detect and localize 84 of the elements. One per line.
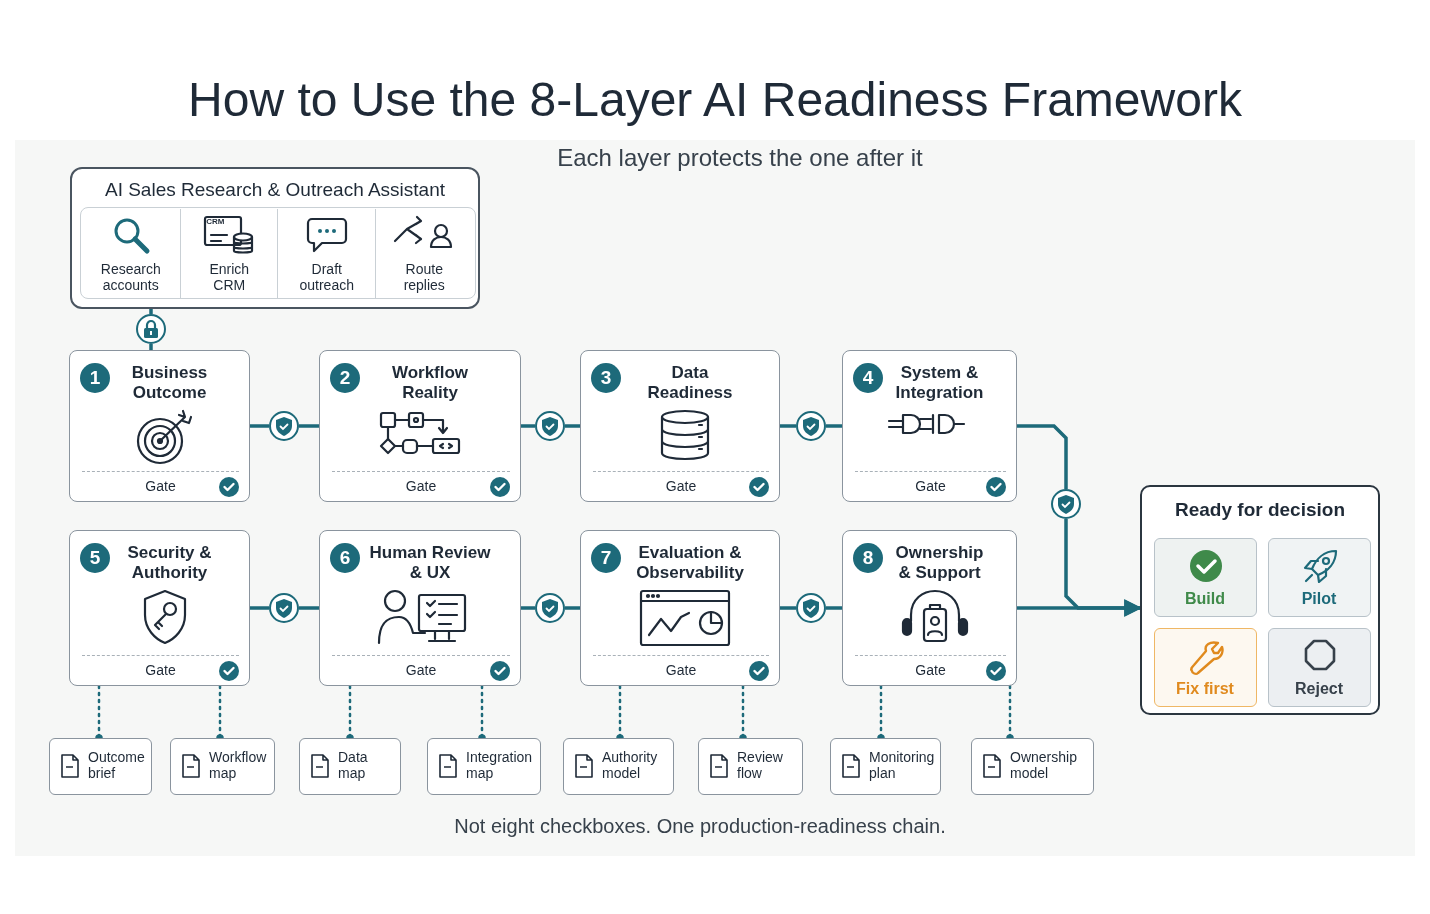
layer-title: System & Integration: [894, 363, 985, 403]
document-card: [830, 738, 941, 795]
decision-option: [1268, 538, 1371, 617]
document-card: [563, 738, 674, 795]
connector-line: [826, 424, 842, 428]
layer-card: [69, 530, 250, 686]
layer-card: [319, 350, 521, 502]
gate-label: Gate: [404, 662, 438, 679]
document-card: [299, 738, 401, 795]
layer-card: [580, 350, 780, 502]
document-label: Outcome brief: [88, 749, 146, 782]
connector-line: [250, 606, 269, 610]
gate-label: Gate: [914, 478, 947, 495]
gate-label: Gate: [664, 662, 698, 679]
layer-card: [842, 530, 1017, 686]
layer-card: [580, 530, 780, 686]
layer-title: Security & Authority: [126, 543, 213, 583]
connector-line: [149, 344, 153, 350]
item-label: Route replies: [402, 261, 446, 294]
document-card: [49, 738, 152, 795]
layer-title: Human Review & UX: [368, 543, 492, 583]
connector-line: [780, 424, 796, 428]
decision-panel: [1140, 485, 1380, 715]
document-card: [427, 738, 541, 795]
item-label: Enrich CRM: [208, 261, 251, 294]
layer-title: Business Outcome: [130, 363, 209, 403]
layer-title: Workflow Reality: [390, 363, 470, 403]
document-label: Authority model: [602, 749, 659, 782]
layer-card: [842, 350, 1017, 502]
gate-label: Gate: [914, 662, 947, 679]
document-label: Integration map: [466, 749, 534, 782]
gate-label: Gate: [404, 478, 438, 495]
gate-label: Gate: [144, 478, 177, 495]
decision-option: [1154, 538, 1257, 617]
connector-line: [299, 424, 319, 428]
connector-line: [780, 606, 796, 610]
step-number-badge: 5: [80, 543, 110, 573]
assistant-panel: [70, 167, 480, 309]
panel-title: Ready for decision: [1174, 499, 1346, 521]
step-number-badge: 2: [330, 363, 360, 393]
step-number-badge: 4: [853, 363, 883, 393]
connector-line: [521, 424, 535, 428]
decision-option: [1154, 628, 1257, 707]
step-number-badge: 3: [591, 363, 621, 393]
document-label: Workflow map: [209, 749, 268, 782]
panel-title: AI Sales Research & Outreach Assistant: [103, 179, 447, 201]
connector-line: [149, 309, 153, 314]
document-label: Ownership model: [1010, 749, 1078, 782]
document-label: Data map: [338, 749, 369, 782]
connector-line: [299, 606, 319, 610]
document-label: Monitoring plan: [869, 749, 936, 782]
connector-line: [565, 424, 580, 428]
caption: Not eight checkboxes. One production-readiness chain.: [453, 815, 947, 838]
connector-line: [521, 606, 535, 610]
step-number-badge: 7: [591, 543, 621, 573]
gate-label: Gate: [144, 662, 177, 679]
icon-label: CRM: [205, 217, 226, 227]
connector-line: [1017, 424, 1068, 489]
layer-title: Data Readiness: [646, 363, 734, 403]
option-label: Pilot: [1300, 590, 1338, 609]
subtitle: Each layer protects the one after it: [556, 144, 924, 172]
connector-line: [250, 424, 269, 428]
document-card: [971, 738, 1094, 795]
document-label: Review flow: [737, 749, 784, 782]
connector-line: [826, 606, 842, 610]
option-label: Build: [1184, 590, 1226, 609]
document-card: [698, 738, 803, 795]
arrow: [1017, 599, 1142, 617]
connector-line: [565, 606, 580, 610]
document-card: [170, 738, 275, 795]
option-label: Fix first: [1175, 680, 1235, 699]
item-label: Research accounts: [99, 261, 162, 294]
layer-card: [69, 350, 250, 502]
layer-title: Ownership & Support: [894, 543, 985, 583]
title: How to Use the 8-Layer AI Readiness Framework: [187, 72, 1243, 128]
layer-card: [319, 530, 521, 686]
step-number-badge: 1: [80, 363, 110, 393]
layer-title: Evaluation & Observability: [635, 543, 745, 583]
item-label: Draft outreach: [298, 261, 355, 294]
decision-option: [1268, 628, 1371, 707]
option-label: Reject: [1294, 680, 1344, 699]
step-number-badge: 8: [853, 543, 883, 573]
step-number-badge: 6: [330, 543, 360, 573]
gate-label: Gate: [664, 478, 698, 495]
